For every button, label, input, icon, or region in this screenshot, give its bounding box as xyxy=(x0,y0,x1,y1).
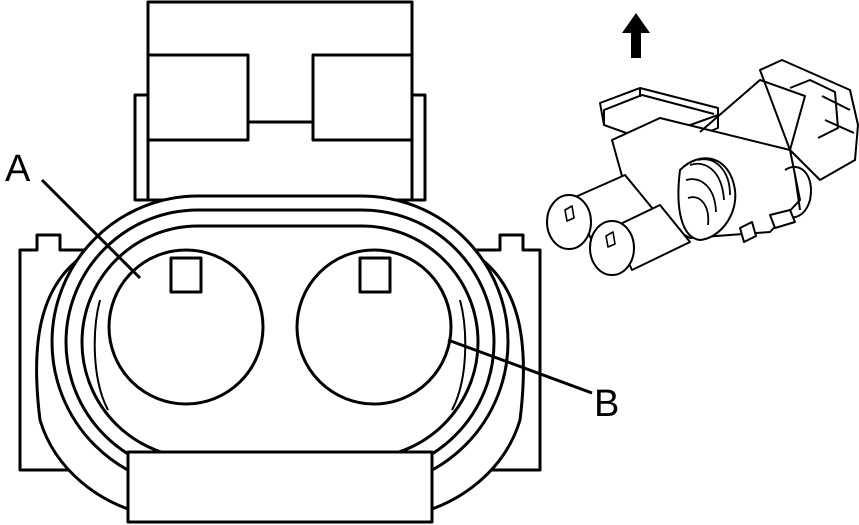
terminal-cavity-a xyxy=(107,248,265,406)
connector-iso-icon xyxy=(546,59,859,276)
callout-label-b: B xyxy=(594,383,619,425)
terminal-cavity-b xyxy=(295,248,453,406)
arrow-up-icon xyxy=(622,13,650,58)
leader-line-a xyxy=(40,178,142,280)
callout-label-a: A xyxy=(5,148,31,190)
latch-housing xyxy=(133,0,427,202)
bottom-lock-tab xyxy=(126,450,434,524)
leader-line-b xyxy=(447,338,593,395)
connector-face xyxy=(18,0,593,524)
